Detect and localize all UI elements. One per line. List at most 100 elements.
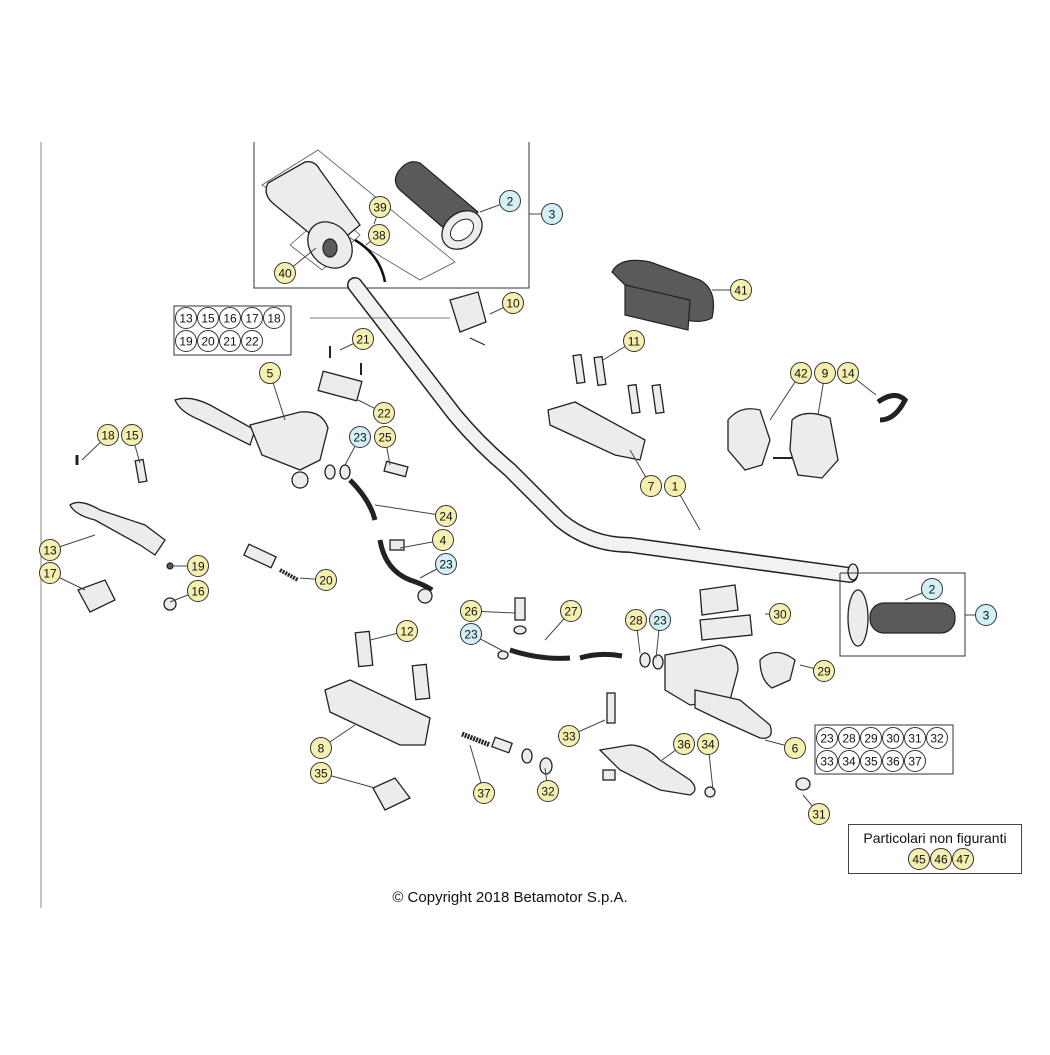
callout-c1-label: 1 (672, 480, 679, 494)
callout-c36-circle (673, 733, 695, 755)
callout-c17: 17 (39, 562, 61, 584)
callout-c28: 28 (625, 609, 647, 631)
kit-5-item-15-label: 15 (201, 312, 215, 326)
callout-c24-label: 24 (439, 510, 453, 524)
reservoir-cap-22 (317, 346, 363, 402)
callout-c32-label: 32 (541, 785, 555, 799)
callout-c37-circle (473, 782, 495, 804)
callout-c15-circle (121, 424, 143, 446)
not-shown-item-45-circle (908, 848, 930, 870)
kit-6-item-31-label: 31 (908, 732, 922, 746)
callout-c23b-label: 23 (439, 558, 453, 572)
kit-6-item-36: 36 (882, 750, 904, 772)
callout-c25: 25 (374, 426, 396, 448)
clutch-lever-5 (174, 397, 329, 489)
callout-c39-circle (369, 196, 391, 218)
grip-detail-box (839, 572, 966, 657)
lever-13 (69, 455, 177, 611)
kit-6-item-34-label: 34 (842, 755, 856, 769)
cable-14 (876, 393, 909, 423)
callout-c37: 37 (473, 782, 495, 804)
kit-5-item-13-circle (175, 307, 197, 329)
kit-5-item-21-circle (219, 330, 241, 352)
callout-c8-label: 8 (318, 742, 325, 756)
callout-c14: 14 (837, 362, 859, 384)
callout-c19-circle (187, 555, 209, 577)
kit-5-item-22: 22 (241, 330, 263, 352)
callout-c18-circle (97, 424, 119, 446)
kit-6-item-34-circle (838, 750, 860, 772)
kit-5-item-15: 15 (197, 307, 219, 329)
callout-c36-label: 36 (677, 738, 691, 752)
callout-c15: 15 (121, 424, 143, 446)
copyright-text: © Copyright 2018 Betamotor S.p.A. (392, 889, 628, 906)
callout-c2a: 2 (499, 190, 521, 212)
callout-c3a-label: 3 (549, 208, 556, 222)
callout-c38-circle (368, 224, 390, 246)
callout-c34-label: 34 (701, 738, 715, 752)
callout-c18: 18 (97, 424, 119, 446)
callout-c23d: 23 (460, 623, 482, 645)
callout-c22: 22 (373, 402, 395, 424)
callout-c23d-label: 23 (464, 628, 478, 642)
callout-c31-label: 31 (812, 808, 826, 822)
switch-9 (773, 412, 839, 479)
callout-c6-circle (784, 737, 806, 759)
kit-6-item-23: 23 (816, 727, 838, 749)
callout-c23b-circle (435, 553, 457, 575)
not-shown-item-45-label: 45 (912, 853, 926, 867)
kit-5-item-19-circle (175, 330, 197, 352)
callout-c13-label: 13 (43, 544, 57, 558)
lower-clamp-8 (324, 679, 431, 746)
callout-c35-label: 35 (314, 767, 328, 781)
kit-5-item-17: 17 (241, 307, 263, 329)
callout-c18-label: 18 (101, 429, 115, 443)
kit-6-item-37-circle (904, 750, 926, 772)
callout-c32-circle (537, 780, 559, 802)
kit-6-item-31: 31 (904, 727, 926, 749)
callout-c6-label: 6 (792, 742, 799, 756)
callout-c4-label: 4 (440, 534, 447, 548)
callout-c35-circle (310, 762, 332, 784)
callout-c42: 42 (790, 362, 812, 384)
callout-c11-label: 11 (628, 335, 641, 349)
callout-c6: 6 (784, 737, 806, 759)
not-shown-item-45: 45 (908, 848, 930, 870)
kit-6-item-30-circle (882, 727, 904, 749)
kit-5-item-18: 18 (263, 307, 285, 329)
brake-lever-36 (598, 744, 716, 798)
handlebar (347, 277, 859, 583)
callout-c3a: 3 (541, 203, 563, 225)
callout-c17-circle (39, 562, 61, 584)
kit-6-item-35: 35 (860, 750, 882, 772)
kit-6-item-28-label: 28 (842, 732, 856, 746)
callout-c22-label: 22 (377, 407, 391, 421)
clamp-block-35 (372, 777, 411, 811)
kit-5-item-20-label: 20 (201, 335, 215, 349)
not-shown-item-46-circle (930, 848, 952, 870)
callout-c10-circle (502, 292, 524, 314)
callout-c35: 35 (310, 762, 332, 784)
callout-c17-label: 17 (43, 567, 57, 581)
clamp-bolts-11 (572, 353, 665, 415)
brake-pads-30 (699, 584, 753, 641)
kit-6-item-32: 32 (926, 727, 948, 749)
not-shown-item-47-circle (952, 848, 974, 870)
kit-6-item-31-circle (904, 727, 926, 749)
callout-c2a-circle (499, 190, 521, 212)
callout-c2b-label: 2 (929, 583, 936, 597)
leader-lines (49, 200, 986, 815)
callout-c8: 8 (310, 737, 332, 759)
kit-5-item-22-circle (241, 330, 263, 352)
kit-5-item-13: 13 (175, 307, 197, 329)
callout-c16: 16 (187, 580, 209, 602)
callout-c27: 27 (560, 600, 582, 622)
kit-5-item-15-circle (197, 307, 219, 329)
callout-c13-circle (39, 539, 61, 561)
callout-c24: 24 (435, 505, 457, 527)
callout-c9-circle (814, 362, 836, 384)
kit-6-item-23-circle (816, 727, 838, 749)
callout-c10: 10 (502, 292, 524, 314)
